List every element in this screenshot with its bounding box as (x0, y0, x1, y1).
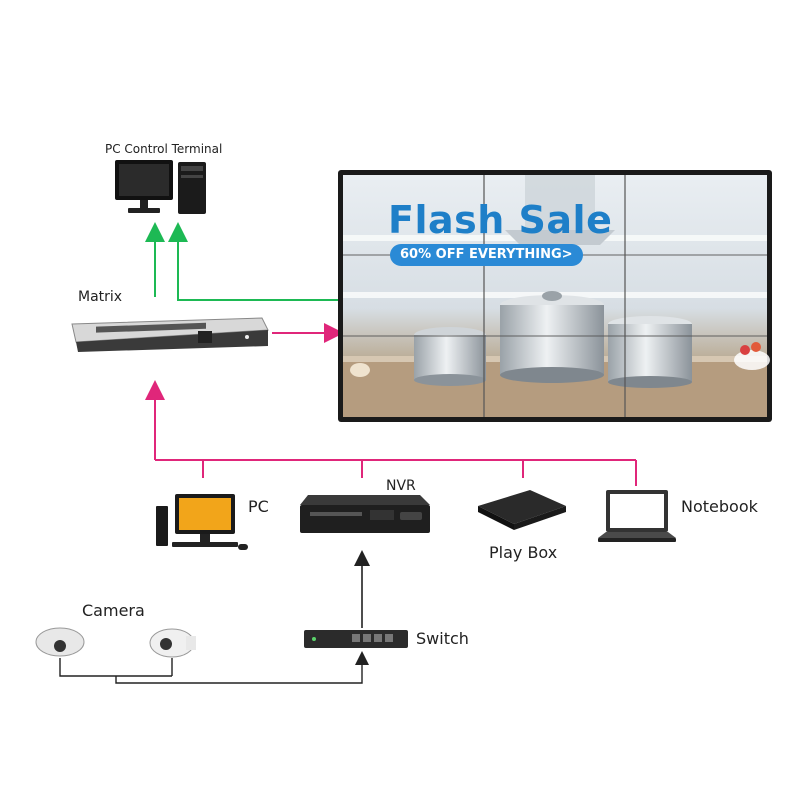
black-link-cameras-switch (115, 651, 369, 684)
video-wall-headline: Flash Sale (388, 198, 613, 242)
green-link-2 (168, 222, 340, 301)
video-wall-promo: 60% OFF EVERYTHING> (390, 244, 583, 266)
nvr-icon (300, 495, 430, 533)
pc-label: PC (248, 497, 269, 516)
matrix-label: Matrix (78, 289, 123, 305)
video-wall (338, 170, 772, 422)
matrix-device-icon (71, 317, 269, 352)
play-box-icon (478, 490, 566, 530)
switch-label: Switch (416, 629, 469, 648)
notebook-icon (598, 490, 676, 542)
camera-label: Camera (82, 601, 145, 620)
pc-icon (156, 494, 248, 550)
pc-control-terminal-label: PC Control Terminal (105, 142, 223, 156)
switch-icon (304, 630, 408, 648)
notebook-label: Notebook (681, 497, 758, 516)
camera-bullet-icon (149, 628, 196, 658)
camera-dome-icon (35, 627, 85, 657)
nvr-label: NVR (386, 478, 416, 494)
black-link-cam1 (59, 658, 172, 677)
pc-control-terminal-icon (115, 160, 206, 214)
play-box-label: Play Box (489, 543, 558, 562)
